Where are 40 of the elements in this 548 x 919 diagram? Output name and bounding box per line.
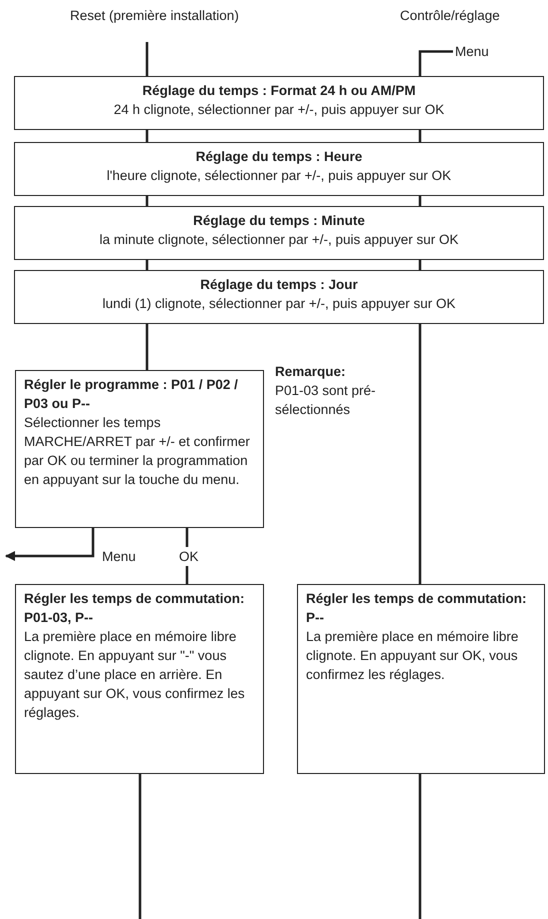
connector-line	[146, 196, 148, 206]
box-title: Réglage du temps : Heure	[194, 148, 364, 166]
connector-line	[418, 196, 422, 206]
process-box	[15, 584, 264, 774]
box-text: l'heure clignote, sélectionner par +/-, puis appuyer sur OK	[106, 167, 452, 185]
box-title: Régler les temps de commutation: P--	[306, 590, 528, 627]
box-title: Régler le programme : P01 / P02 / P03 ou P--	[24, 376, 239, 413]
note-text: Contrôle/réglage	[400, 7, 500, 25]
connector-line	[138, 774, 142, 919]
connector-line	[146, 130, 148, 142]
process-box	[14, 142, 544, 196]
process-box	[14, 206, 544, 260]
process-box	[14, 270, 544, 324]
box-text: la minute clignote, sélectionner par +/-, puis appuyer sur OK	[98, 231, 460, 249]
connector-line	[146, 260, 148, 270]
flow-start-label: Reset (première installation)	[70, 6, 239, 25]
box-title: Réglage du temps : Minute	[192, 212, 366, 230]
box-title: Réglage du temps : Format 24 h ou AM/PM	[141, 82, 417, 100]
connector-line	[418, 324, 422, 584]
connector-line	[418, 260, 422, 270]
process-box	[15, 370, 264, 528]
edge-label: OK	[177, 547, 201, 566]
connector-line	[418, 50, 453, 76]
connector-line	[146, 42, 148, 76]
arrow	[5, 528, 94, 561]
box-text: Sélectionner les temps MARCHE/ARRET par +/- et confirmer par OK ou terminer la programmation en appuyant sur la touche du menu.	[24, 414, 251, 489]
box-text: 24 h clignote, sélectionner par +/-, puis appuyer sur OK	[112, 101, 446, 119]
box-text: lundi (1) clignote, sélectionner par +/-, puis appuyer sur OK	[101, 295, 457, 313]
flow-start-label: Menu	[455, 42, 489, 61]
process-box	[14, 76, 544, 130]
box-text: La première place en mémoire libre clignote. En appuyant sur OK, vous confirmez les réglages.	[306, 628, 520, 684]
connector-line	[418, 774, 422, 919]
connector-line	[146, 324, 148, 370]
note-text: P01-03 sont pré-sélectionnés	[275, 382, 377, 419]
note-heading: Remarque:	[275, 363, 347, 381]
box-title: Régler les temps de commutation: P01-03, P--	[24, 590, 246, 627]
process-box	[297, 584, 545, 774]
box-title: Réglage du temps : Jour	[199, 276, 359, 294]
box-text: La première place en mémoire libre clignote. En appuyant sur "-" vous sautez d’une place en arrière. En appuyant sur OK, vous confirmez les réglages.	[24, 628, 246, 722]
connector-line	[418, 130, 422, 142]
